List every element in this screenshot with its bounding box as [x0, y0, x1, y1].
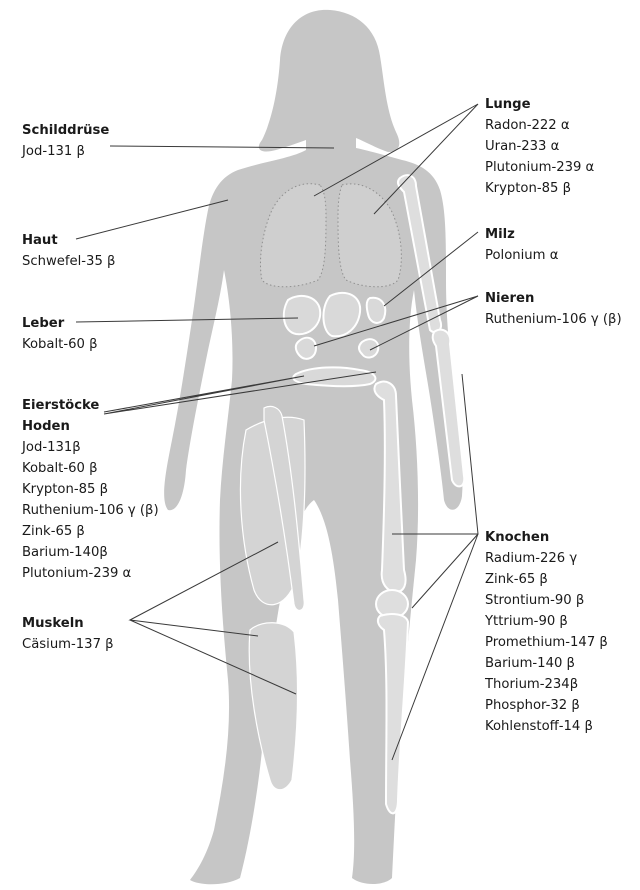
label-group-nieren: Nieren Ruthenium-106 γ (β)	[485, 288, 622, 330]
isotope-item: Kohlenstoff-14 β	[485, 716, 608, 737]
label-group-muskeln: Muskeln Cäsium-137 β	[22, 613, 114, 655]
group-title: Eierstöcke	[22, 395, 159, 416]
isotope-item: Promethium-147 β	[485, 632, 608, 653]
isotope-item: Krypton-85 β	[485, 178, 594, 199]
group-title: Nieren	[485, 288, 622, 309]
label-group-schilddruese: Schilddrüse Jod-131 β	[22, 120, 109, 162]
hair-and-head	[164, 10, 462, 884]
label-group-knochen: Knochen Radium-226 γ Zink-65 β Strontium…	[485, 527, 608, 737]
group-title: Muskeln	[22, 613, 114, 634]
isotope-item: Polonium α	[485, 245, 558, 266]
isotope-item: Barium-140β	[22, 542, 159, 563]
group-title: Lunge	[485, 94, 594, 115]
isotope-item: Schwefel-35 β	[22, 251, 115, 272]
group-title: Schilddrüse	[22, 120, 109, 141]
group-title: Knochen	[485, 527, 608, 548]
isotope-item: Jod-131 β	[22, 141, 109, 162]
isotope-item: Barium-140 β	[485, 653, 608, 674]
kidney-left	[296, 338, 316, 359]
isotope-item: Radon-222 α	[485, 115, 594, 136]
isotope-item: Zink-65 β	[22, 521, 159, 542]
isotope-item: Cäsium-137 β	[22, 634, 114, 655]
isotope-item: Radium-226 γ	[485, 548, 608, 569]
isotope-item: Zink-65 β	[485, 569, 608, 590]
label-group-lunge: Lunge Radon-222 α Uran-233 α Plutonium-2…	[485, 94, 594, 199]
isotope-item: Phosphor-32 β	[485, 695, 608, 716]
pelvis-organs	[293, 367, 375, 386]
liver	[284, 296, 320, 334]
group-title: Milz	[485, 224, 558, 245]
label-group-eierstoecke-hoden: Eierstöcke Hoden Jod-131β Kobalt-60 β Kr…	[22, 395, 159, 584]
isotope-item: Yttrium-90 β	[485, 611, 608, 632]
label-group-leber: Leber Kobalt-60 β	[22, 313, 98, 355]
isotope-item: Plutonium-239 α	[485, 157, 594, 178]
kidney-right	[359, 339, 378, 357]
isotope-item: Ruthenium-106 γ (β)	[485, 309, 622, 330]
body-silhouette	[164, 10, 462, 884]
isotope-item: Plutonium-239 α	[22, 563, 159, 584]
label-group-milz: Milz Polonium α	[485, 224, 558, 266]
isotope-item: Ruthenium-106 γ (β)	[22, 500, 159, 521]
isotope-item: Jod-131β	[22, 437, 159, 458]
spleen	[367, 298, 386, 323]
isotope-item: Strontium-90 β	[485, 590, 608, 611]
isotope-item: Kobalt-60 β	[22, 334, 98, 355]
isotope-item: Kobalt-60 β	[22, 458, 159, 479]
label-group-haut: Haut Schwefel-35 β	[22, 230, 115, 272]
group-title: Leber	[22, 313, 98, 334]
isotope-item: Thorium-234β	[485, 674, 608, 695]
group-title: Haut	[22, 230, 115, 251]
isotope-item: Uran-233 α	[485, 136, 594, 157]
leader-schilddruese	[110, 146, 334, 148]
group-title: Hoden	[22, 416, 159, 437]
isotope-item: Krypton-85 β	[22, 479, 159, 500]
